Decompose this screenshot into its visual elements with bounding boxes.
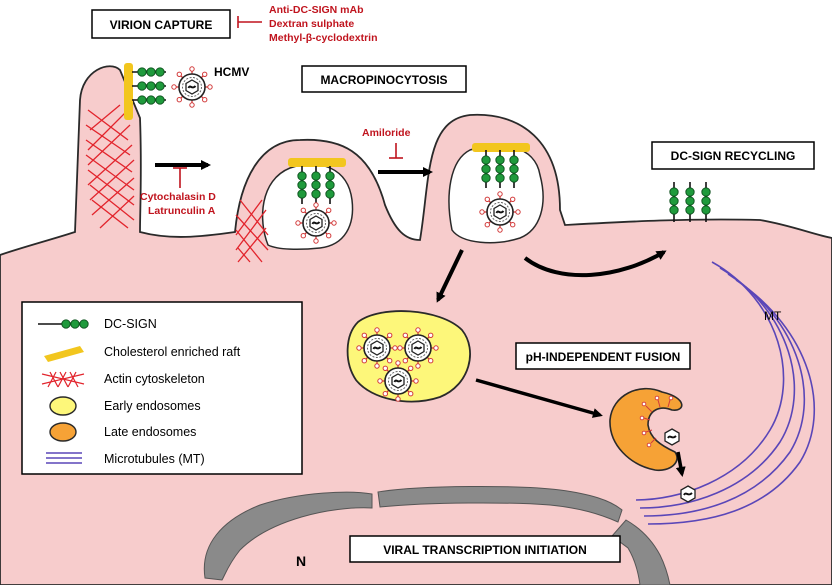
legend-box <box>21 301 303 475</box>
dcsign-recycling-label: DC-SIGN RECYCLING <box>671 149 796 163</box>
dc-sign-macropinosome <box>480 149 520 189</box>
legend-label-early: Early endosomes <box>104 399 201 413</box>
late-endosome-icon <box>49 422 77 442</box>
inhibition-symbols <box>173 16 403 188</box>
hcmv-virion-early-2 <box>396 326 440 370</box>
arrows <box>155 160 686 477</box>
macropinosome-forming <box>261 163 354 250</box>
hcmv-virion-early-3 <box>376 359 420 403</box>
actin-filopodium <box>85 104 135 229</box>
inhibitor-capture-1: Anti-DC-SIGN mAb <box>269 4 364 16</box>
microtubule-icon <box>46 452 82 464</box>
raft-icon <box>44 346 84 362</box>
dc-sign-ruffle <box>296 165 336 205</box>
late-endosome <box>609 387 683 472</box>
mt-label: MT <box>764 309 782 323</box>
inhibitor-actin-1: Cytochalasin D <box>140 191 216 203</box>
legend-label-dc-sign: DC-SIGN <box>104 317 157 331</box>
nucleus-membrane-left <box>203 491 373 581</box>
hcmv-virion-early-1 <box>355 326 399 370</box>
legend-label-actin: Actin cytoskeleton <box>104 372 205 386</box>
legend: DC-SIGN Cholesterol enriched raft Actin … <box>21 301 303 475</box>
virion-capture-box <box>91 9 231 39</box>
legend-label-raft: Cholesterol enriched raft <box>104 345 241 359</box>
inhibitor-capture-3: Methyl-β-cyclodextrin <box>269 32 378 44</box>
ph-fusion-box <box>515 342 691 370</box>
dc-sign-filopodium <box>131 67 167 105</box>
legend-label-late: Late endosomes <box>104 425 196 439</box>
raft-filopodium <box>124 63 133 120</box>
nucleus-membrane-right <box>611 519 671 585</box>
macropinosome-closed <box>448 144 544 244</box>
nucleus-label: N <box>296 553 306 569</box>
viral-transcription-label: VIRAL TRANSCRIPTION INITIATION <box>383 543 587 557</box>
early-endosome-icon <box>49 396 77 416</box>
capsid-released-1 <box>664 428 680 446</box>
hcmv-virion-ruffle <box>294 201 338 245</box>
actin-ruffle <box>235 199 269 263</box>
hcmv-virion-macropinosome <box>478 190 522 234</box>
raft-ruffle <box>288 158 346 167</box>
ph-fusion-label: pH-INDEPENDENT FUSION <box>526 350 681 364</box>
hcmv-virion-capture <box>170 65 214 109</box>
capsid-released-2 <box>680 485 696 503</box>
nucleus-membrane-top <box>377 485 623 523</box>
dc-sign-recycled <box>668 181 712 223</box>
inhibitor-amiloride: Amiloride <box>362 127 411 139</box>
raft-macropinosome <box>472 143 530 152</box>
macropinocytosis-label: MACROPINOCYTOSIS <box>320 73 447 87</box>
virion-capture-label: VIRION CAPTURE <box>110 18 213 32</box>
macropinocytosis-box <box>301 65 467 93</box>
hcmv-label: HCMV <box>214 65 249 79</box>
dc-sign-icon <box>38 319 89 329</box>
viral-transcription-box <box>349 535 621 563</box>
dcsign-recycling-box <box>651 141 815 170</box>
actin-icon <box>41 371 85 388</box>
inhibitor-capture-2: Dextran sulphate <box>269 18 354 30</box>
late-endosome-spikes <box>643 399 671 444</box>
inhibitor-actin-2: Latrunculin A <box>148 205 216 217</box>
legend-label-mt: Microtubules (MT) <box>104 452 205 466</box>
